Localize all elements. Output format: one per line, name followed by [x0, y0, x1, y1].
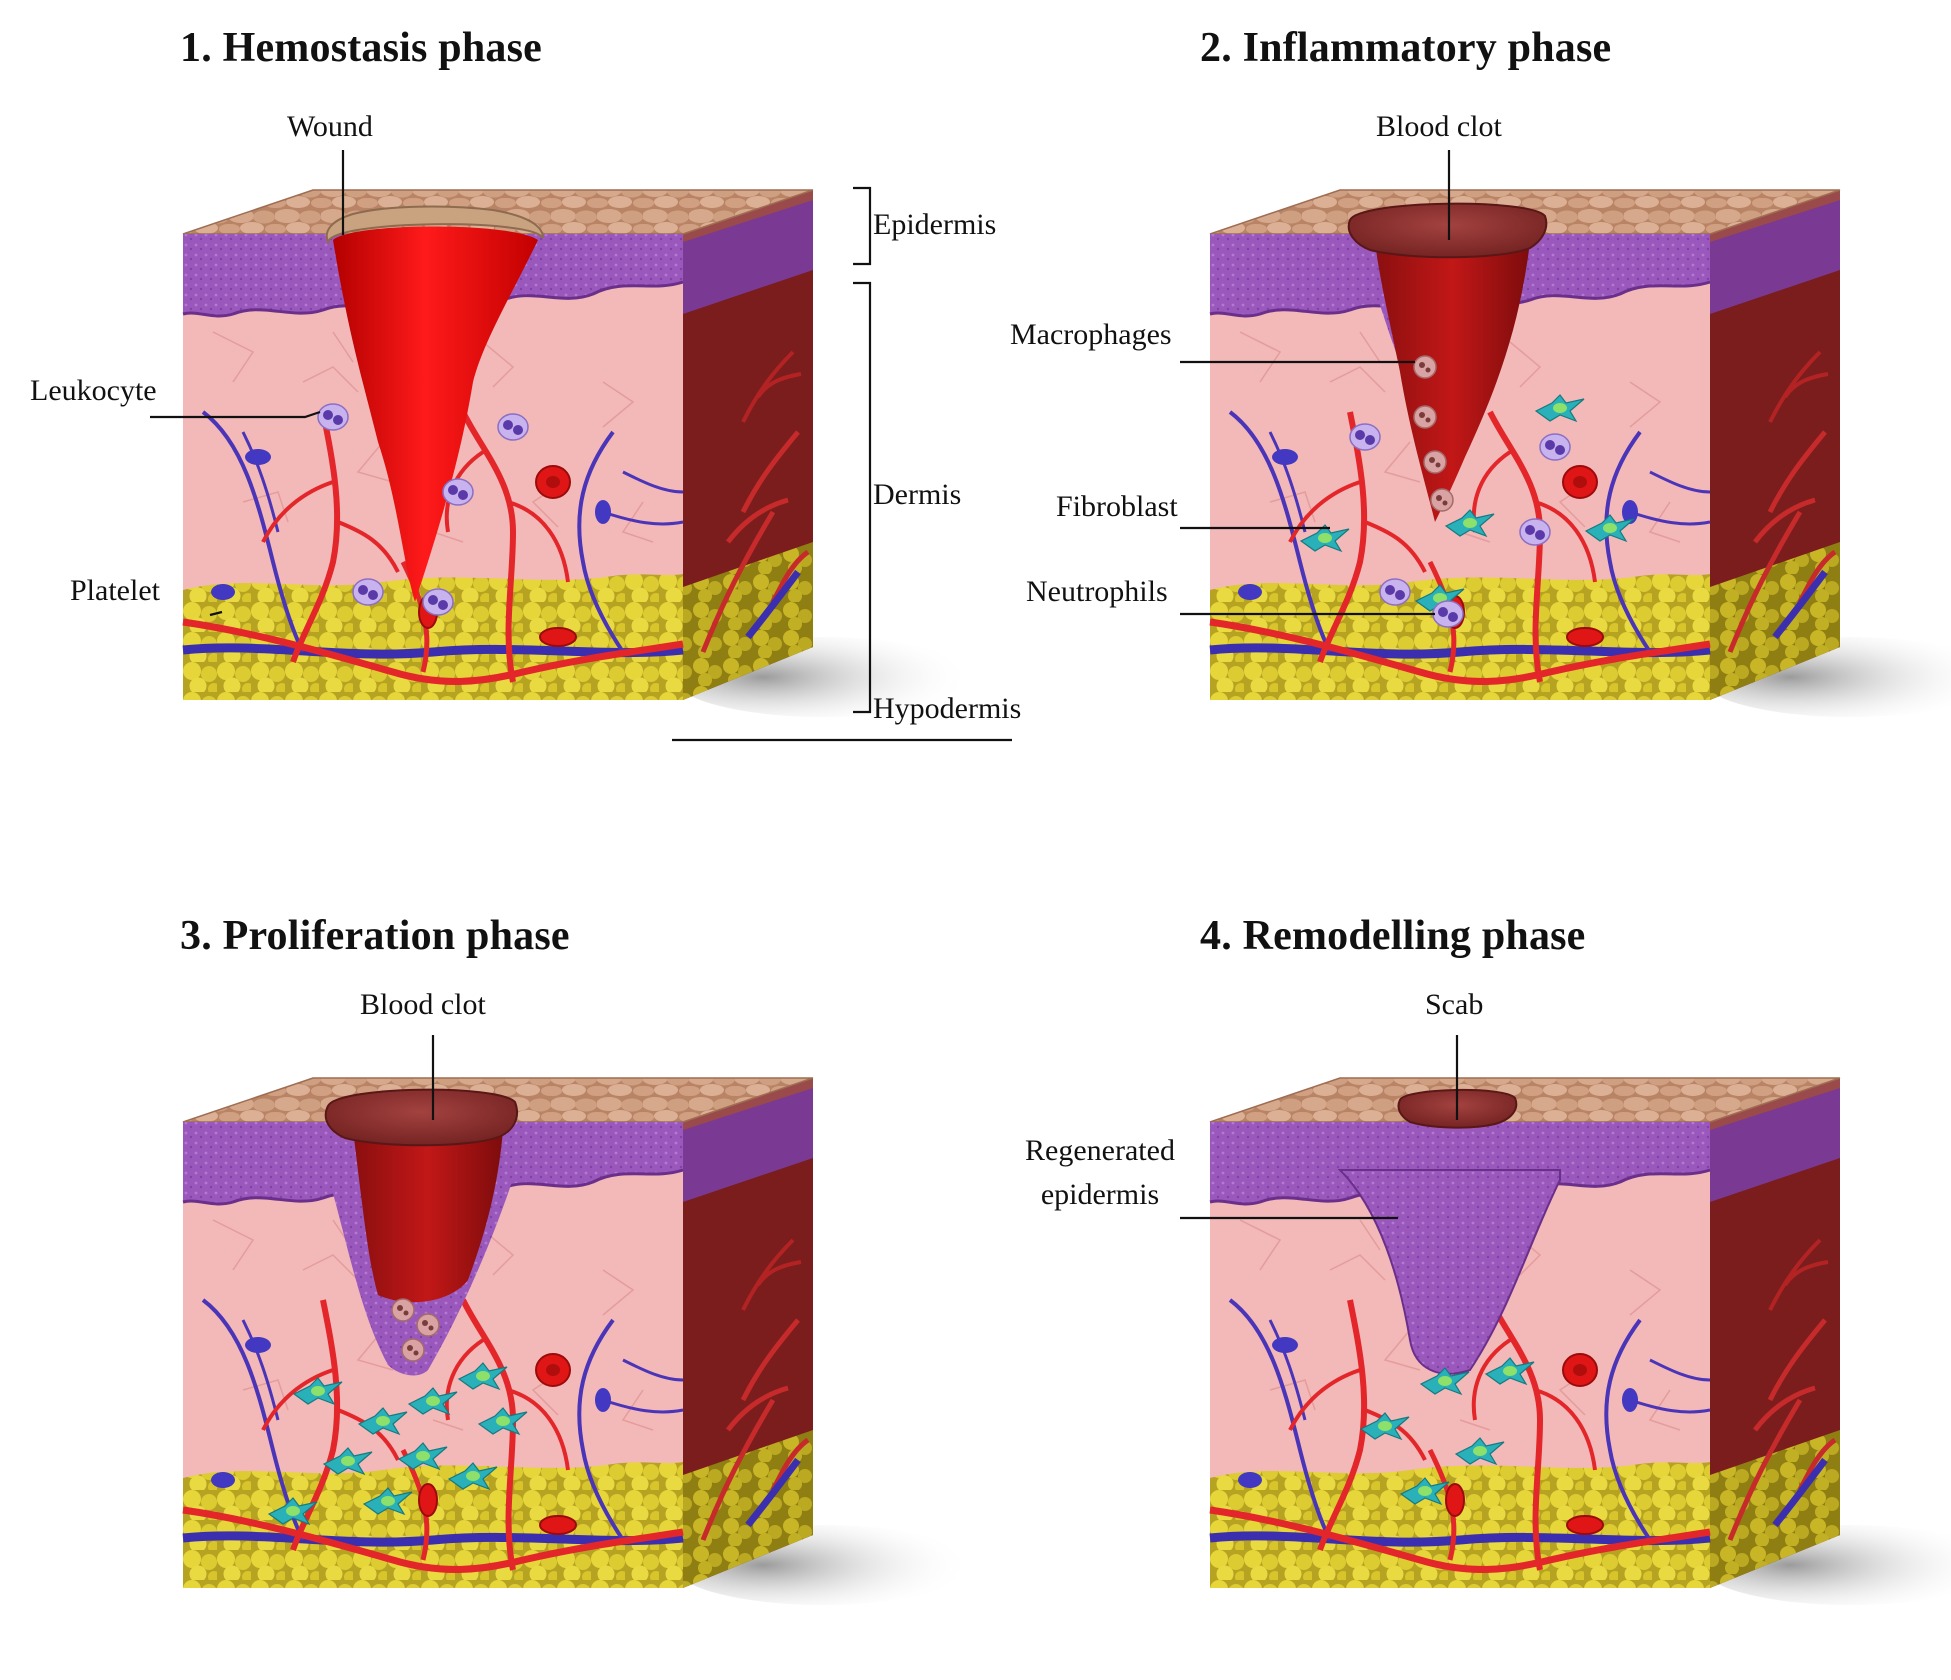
blood-clot-body	[353, 1130, 503, 1303]
label-hypodermis: Hypodermis	[873, 692, 1022, 725]
label-dermis: Dermis	[873, 478, 962, 511]
panel-4-title: 4. Remodelling phase	[1200, 913, 1586, 959]
label-epidermis: Epidermis	[873, 208, 997, 241]
label-scab: Scab	[1425, 988, 1484, 1021]
label-macrophages: Macrophages	[1010, 318, 1172, 351]
blood-clot-body	[1375, 242, 1530, 522]
panel-3-title: 3. Proliferation phase	[180, 913, 570, 959]
panel-2-title: 2. Inflammatory phase	[1200, 25, 1612, 71]
wound	[333, 226, 538, 602]
label-neutrophils: Neutrophils	[1026, 575, 1168, 608]
panel-2-cube	[1210, 190, 1951, 717]
label-blood-clot-3: Blood clot	[360, 988, 486, 1021]
leader-lines	[150, 150, 1459, 1220]
label-regenerated-epidermis-line2: epidermis	[1040, 1178, 1160, 1211]
label-platelet: Platelet	[70, 574, 160, 607]
label-fibroblast: Fibroblast	[1056, 490, 1178, 523]
panel-1-cube	[183, 190, 973, 717]
label-wound: Wound	[287, 110, 373, 143]
panel-3-cube	[183, 1078, 973, 1605]
label-regenerated-epidermis-line1: Regenerated	[1025, 1134, 1175, 1167]
label-leukocyte: Leukocyte	[30, 374, 157, 407]
label-blood-clot: Blood clot	[1376, 110, 1502, 143]
panel-1-title: 1. Hemostasis phase	[180, 25, 542, 71]
panel-4-cube	[1210, 1078, 1951, 1605]
